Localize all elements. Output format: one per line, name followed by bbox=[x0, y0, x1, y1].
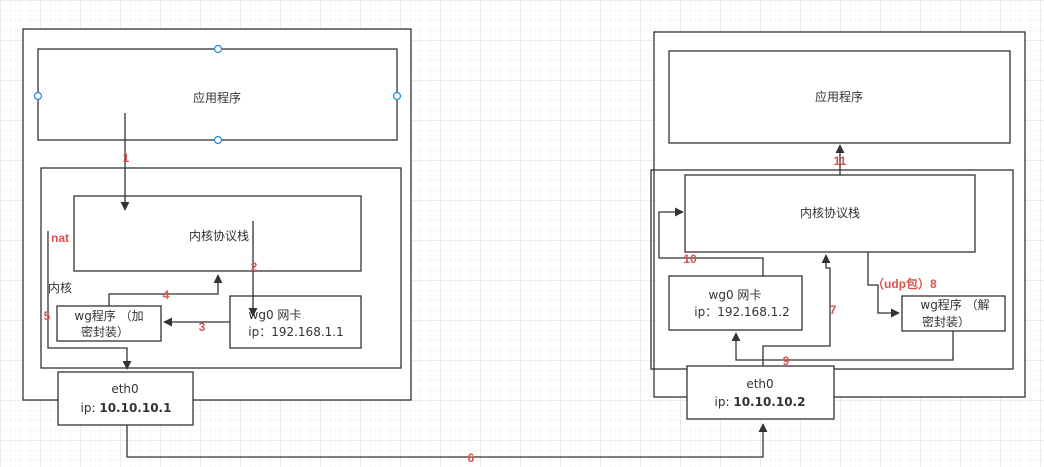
right-app-box bbox=[668, 50, 1011, 144]
left-wg0-nic-line1: wg0 网卡 bbox=[249, 308, 302, 322]
left-app-label: 应用程序 bbox=[193, 90, 241, 105]
selection-handles[interactable] bbox=[33, 44, 402, 145]
right-eth0-box bbox=[686, 365, 835, 420]
step-2: 2 bbox=[251, 260, 258, 274]
left-flow-arrows bbox=[47, 113, 768, 458]
step-7: 7 bbox=[830, 303, 837, 317]
step-10: 10 bbox=[683, 252, 697, 266]
left-wg0-nic-line2: ip：192.168.1.1 bbox=[248, 325, 343, 339]
step-11: 11 bbox=[834, 154, 847, 168]
left-wg-program-line1: wg程序 （加 bbox=[74, 308, 143, 323]
step-6: 6 bbox=[468, 451, 475, 465]
step-9: 9 bbox=[783, 354, 790, 368]
nat-label: nat bbox=[51, 231, 69, 245]
right-wg-program-line1: wg程序 （解 bbox=[920, 297, 989, 312]
left-kernel-label: 内核 bbox=[48, 281, 72, 295]
right-app-label: 应用程序 bbox=[815, 89, 863, 104]
left-kernel-box bbox=[40, 167, 402, 369]
step-4: 4 bbox=[163, 288, 170, 302]
left-stack-box bbox=[73, 195, 362, 272]
right-wg-program-box bbox=[901, 295, 1006, 332]
udp-packet-label: （udp包）8 bbox=[872, 276, 937, 291]
right-stack-box bbox=[684, 174, 976, 253]
left-eth0-ip: ip: 10.10.10.1 bbox=[81, 401, 172, 415]
left-app-box[interactable] bbox=[37, 48, 398, 141]
right-wg0-nic-box bbox=[668, 275, 803, 331]
right-wg0-nic-line1: wg0 网卡 bbox=[709, 288, 762, 302]
step-1: 1 bbox=[123, 151, 130, 165]
right-eth0-name: eth0 bbox=[746, 377, 773, 391]
right-eth0-ip: ip: 10.10.10.2 bbox=[715, 395, 806, 409]
right-wg-program-line2: 密封装） bbox=[922, 314, 970, 329]
left-wg0-nic-box bbox=[229, 295, 362, 349]
right-stack-label: 内核协议栈 bbox=[800, 205, 860, 220]
left-eth0-box bbox=[57, 371, 194, 426]
step-3: 3 bbox=[199, 320, 206, 334]
left-stack-label: 内核协议栈 bbox=[189, 228, 249, 243]
left-eth0-name: eth0 bbox=[111, 382, 138, 396]
left-wg-program-line2: 密封装） bbox=[81, 324, 129, 339]
right-flow-arrows bbox=[658, 144, 954, 366]
step-5: 5 bbox=[44, 309, 51, 323]
right-wg0-nic-line2: ip：192.168.1.2 bbox=[694, 305, 789, 319]
